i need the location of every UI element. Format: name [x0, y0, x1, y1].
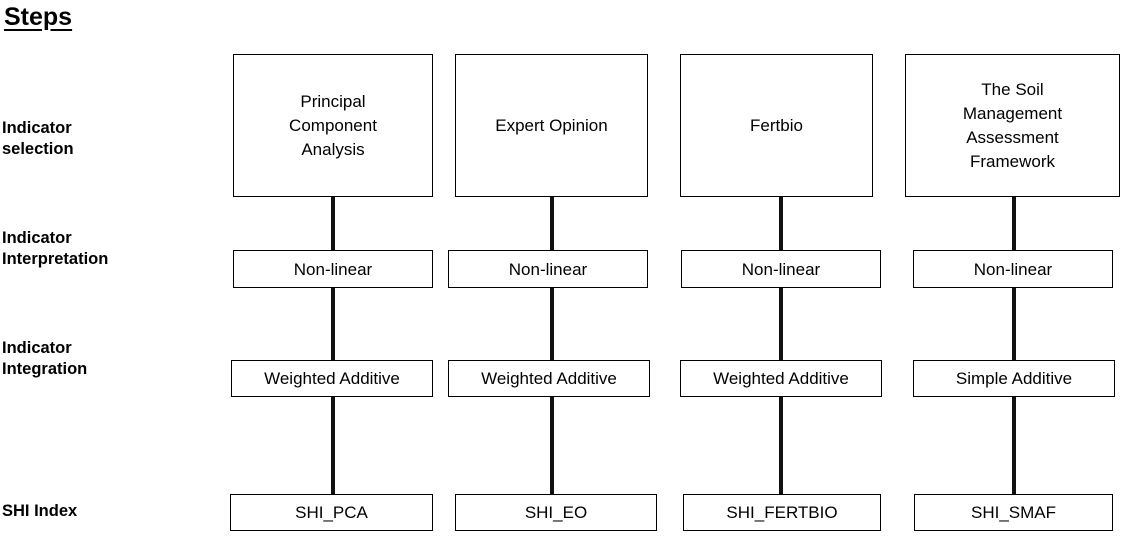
- node-label: SHI_EO: [524, 503, 588, 522]
- connector-col3-selection-to-interpretation: [779, 196, 783, 252]
- node-col4-shi-index[interactable]: SHI_SMAF: [914, 494, 1113, 531]
- connector-col3-integration-to-index: [779, 396, 783, 495]
- page-title: Steps: [4, 3, 73, 31]
- row-label-indicator-integration: Indicator Integration: [2, 339, 88, 378]
- node-col4-indicator-integration[interactable]: Simple Additive: [913, 360, 1115, 397]
- row-label-shi-index: SHI Index: [2, 502, 78, 520]
- node-label: Non-linear: [293, 259, 373, 279]
- node-col4-indicator-interpretation[interactable]: Non-linear: [913, 250, 1113, 288]
- connector-col2-selection-to-interpretation: [550, 196, 554, 252]
- connector-col4-interpretation-to-integration: [1012, 286, 1016, 362]
- node-col2-indicator-interpretation[interactable]: Non-linear: [448, 250, 648, 288]
- connector-col4-integration-to-index: [1012, 396, 1016, 495]
- node-label: Weighted Additive: [713, 369, 849, 388]
- node-label: Non-linear: [741, 259, 821, 279]
- node-label: SHI_PCA: [295, 503, 368, 522]
- node-col2-indicator-selection[interactable]: Expert Opinion: [455, 54, 648, 197]
- node-label: Weighted Additive: [481, 369, 617, 388]
- node-label: Principal Component Analysis: [289, 91, 377, 159]
- row-label-indicator-interpretation: Indicator Interpretation: [2, 229, 109, 268]
- node-col1-indicator-integration[interactable]: Weighted Additive: [231, 360, 433, 397]
- node-col2-shi-index[interactable]: SHI_EO: [455, 494, 657, 531]
- node-col3-indicator-interpretation[interactable]: Non-linear: [681, 250, 881, 288]
- connector-col2-interpretation-to-integration: [550, 286, 554, 362]
- node-label: Non-linear: [973, 259, 1053, 279]
- connector-col3-interpretation-to-integration: [779, 286, 783, 362]
- connector-col1-selection-to-interpretation: [331, 196, 335, 252]
- node-label: SHI_FERTBIO: [726, 503, 838, 522]
- node-col1-shi-index[interactable]: SHI_PCA: [230, 494, 433, 531]
- node-col2-indicator-integration[interactable]: Weighted Additive: [448, 360, 650, 397]
- node-label: SHI_SMAF: [970, 503, 1057, 522]
- node-label: Weighted Additive: [264, 369, 400, 388]
- node-col3-indicator-integration[interactable]: Weighted Additive: [680, 360, 882, 397]
- node-col3-indicator-selection[interactable]: Fertbio: [680, 54, 873, 197]
- node-col1-indicator-selection[interactable]: Principal Component Analysis: [233, 54, 433, 197]
- connector-col1-interpretation-to-integration: [331, 286, 335, 362]
- node-label: Non-linear: [508, 259, 588, 279]
- connector-col1-integration-to-index: [331, 396, 335, 495]
- node-col1-indicator-interpretation[interactable]: Non-linear: [233, 250, 433, 288]
- node-col3-shi-index[interactable]: SHI_FERTBIO: [683, 494, 881, 531]
- node-label: The Soil Management Assessment Framework: [962, 79, 1063, 171]
- row-label-indicator-selection: Indicator selection: [2, 119, 74, 158]
- node-label: Expert Opinion: [495, 115, 608, 135]
- node-col4-indicator-selection[interactable]: The Soil Management Assessment Framework: [905, 54, 1120, 197]
- connector-col4-selection-to-interpretation: [1012, 196, 1016, 252]
- connector-col2-integration-to-index: [550, 396, 554, 495]
- node-label: Simple Additive: [955, 369, 1073, 388]
- node-label: Fertbio: [750, 115, 803, 135]
